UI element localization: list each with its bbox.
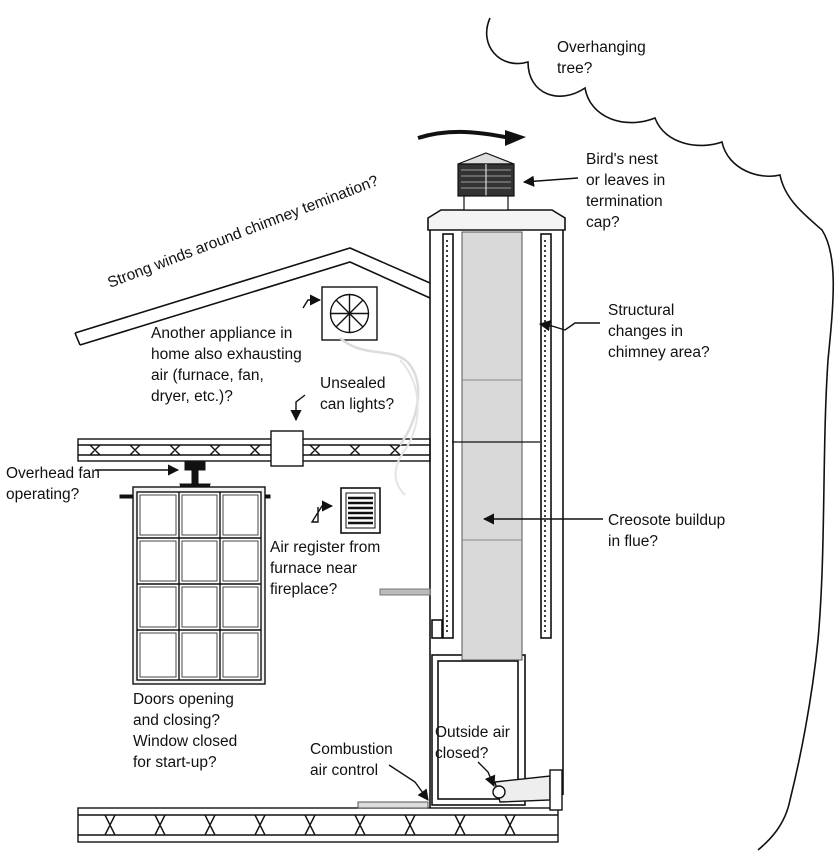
leader-arrows xyxy=(95,175,603,801)
roof xyxy=(74,247,431,346)
termination-cap xyxy=(457,152,515,211)
ceiling-joist xyxy=(77,438,431,462)
chimney-chase xyxy=(427,209,566,808)
floor-joist xyxy=(77,807,559,843)
can-light xyxy=(270,430,304,467)
wind-label: Strong winds around chimney temination? xyxy=(105,172,381,291)
air-register-icon xyxy=(340,487,381,534)
outside-air-duct xyxy=(492,769,563,811)
exhaust-fan-icon xyxy=(321,286,378,341)
combustion-air-slab xyxy=(357,801,429,809)
wind-arrow xyxy=(417,129,511,140)
mantel xyxy=(379,588,431,596)
flue-pipe xyxy=(452,231,540,661)
window xyxy=(132,486,266,685)
tree-outline xyxy=(485,17,835,851)
